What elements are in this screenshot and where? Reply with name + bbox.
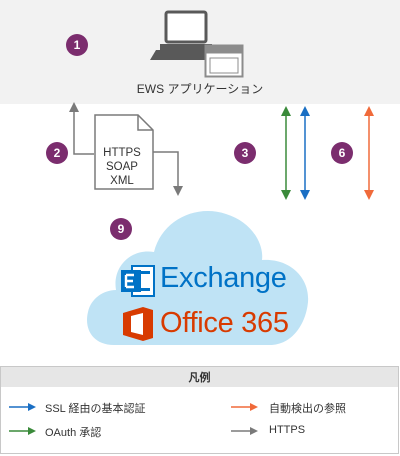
legend-https-arrow-icon — [231, 427, 258, 435]
computer-icon — [150, 10, 222, 60]
legend-autodiscover-arrow-icon — [231, 403, 258, 411]
badge-6: 6 — [331, 142, 353, 164]
badge-3: 3 — [234, 142, 256, 164]
autodiscover-arrow — [364, 106, 374, 200]
document-line-xml: XML — [110, 175, 134, 187]
badge-9: 9 — [110, 218, 132, 240]
document-line-soap: SOAP — [106, 161, 138, 173]
document-line-https: HTTPS — [103, 147, 141, 159]
office365-wordmark: Office 365 — [160, 307, 289, 339]
document-text: HTTPS SOAP XML — [92, 146, 152, 188]
legend-oauth-arrow-icon — [9, 427, 36, 435]
auth-flow-arrows — [281, 106, 374, 200]
window-icon — [204, 44, 244, 78]
badge-1: 1 — [66, 34, 88, 56]
legend-item-basic-auth: SSL 経由の基本認証 — [45, 403, 146, 415]
application-label: EWS アプリケーション — [136, 82, 264, 96]
badge-2: 2 — [46, 142, 68, 164]
https-flow-connector — [69, 102, 183, 196]
legend-item-https: HTTPS — [269, 424, 306, 436]
office-logo-icon — [123, 307, 153, 341]
legend-title: 凡例 — [1, 367, 398, 387]
legend-item-oauth: OAuth 承認 — [45, 427, 102, 439]
exchange-wordmark: Exchange — [160, 262, 287, 294]
oauth-arrow — [281, 106, 291, 200]
basic-auth-arrow — [300, 106, 310, 200]
document-icon — [94, 114, 154, 190]
exchange-logo-icon — [121, 265, 155, 297]
legend-basic-auth-arrow-icon — [9, 403, 36, 411]
legend-item-autodiscover: 自動検出の参照 — [269, 403, 346, 415]
legend-panel: 凡例 SSL 経由の基本認証 自動検出の参照 OAuth 承認 HTTPS — [0, 366, 399, 454]
